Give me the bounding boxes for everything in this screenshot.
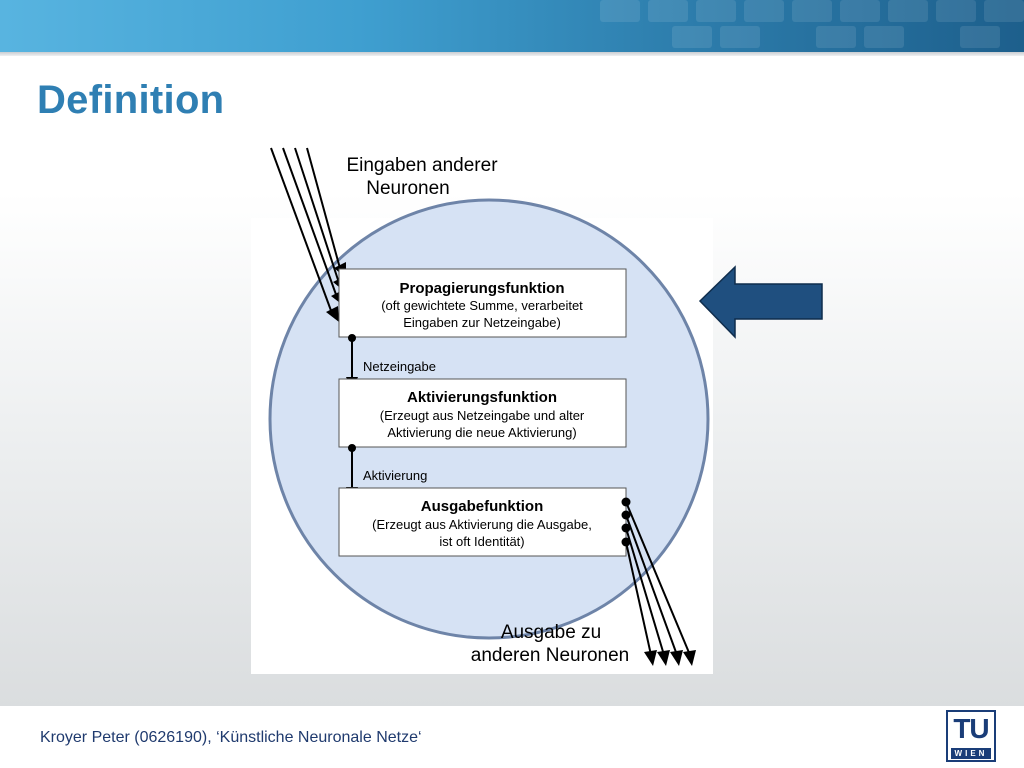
- top-banner: [0, 0, 1024, 52]
- output-label-line1: Ausgabe zu: [501, 622, 601, 643]
- banner-decoration: [648, 0, 688, 22]
- activation-box-title: Aktivierungsfunktion: [407, 389, 557, 406]
- tu-wien-logo: TU WIEN: [946, 710, 996, 762]
- input-arrow: [282, 147, 339, 301]
- output-arrow: [625, 514, 678, 656]
- logo-subtext: WIEN: [951, 748, 991, 759]
- output-arrow: [625, 541, 652, 656]
- output-box-line2: ist oft Identität): [439, 534, 524, 549]
- banner-decoration: [864, 26, 904, 48]
- input-label-line2: Neuronen: [366, 178, 449, 199]
- banner-decoration: [600, 0, 640, 22]
- output-label-line2: anderen Neuronen: [471, 645, 629, 666]
- banner-decoration: [936, 0, 976, 22]
- output-arrowhead: [644, 650, 657, 666]
- output-box-title: Ausgabefunktion: [421, 498, 544, 515]
- output-arrows: [621, 497, 696, 666]
- input-arrowhead: [326, 306, 339, 322]
- logo-text: TU: [953, 713, 989, 744]
- input-arrow: [294, 147, 341, 287]
- footer-text: Kroyer Peter (0626190), ‘Künstliche Neur…: [40, 729, 422, 746]
- propagation-box-line1: (oft gewichtete Summe, verarbeitet: [381, 298, 583, 313]
- activation-box-frame: [338, 378, 627, 448]
- banner-decoration: [744, 0, 784, 22]
- banner-decoration: [816, 26, 856, 48]
- output-arrowhead: [670, 650, 683, 666]
- activation-box: Aktivierungsfunktion (Erzeugt aus Netzei…: [338, 378, 627, 448]
- output-arrowhead: [683, 650, 696, 666]
- banner-decoration: [696, 0, 736, 22]
- input-label-line1: Eingaben anderer: [346, 155, 498, 176]
- pointer-arrow-icon: [698, 265, 823, 339]
- output-box: Ausgabefunktion (Erzeugt aus Aktivierung…: [338, 487, 627, 557]
- output-arrow: [625, 501, 691, 656]
- propagation-box-frame: [338, 268, 627, 338]
- input-arrow: [306, 147, 342, 273]
- input-arrow: [270, 147, 334, 317]
- connector-label-aktivierung: Aktivierung: [363, 468, 427, 483]
- propagation-box-title: Propagierungsfunktion: [400, 280, 565, 297]
- propagation-box: Propagierungsfunktion (oft gewichtete Su…: [338, 268, 627, 338]
- connector-label-netzeingabe: Netzeingabe: [363, 359, 436, 374]
- banner-decoration: [672, 26, 712, 48]
- banner-decoration: [840, 0, 880, 22]
- output-arrow: [625, 527, 665, 656]
- output-box-frame: [338, 487, 627, 557]
- banner-divider: [0, 52, 1024, 56]
- activation-box-line1: (Erzeugt aus Netzeingabe und alter: [380, 408, 585, 423]
- activation-box-line2: Aktivierung die neue Aktivierung): [387, 425, 576, 440]
- banner-decoration: [984, 0, 1024, 22]
- banner-decoration: [888, 0, 928, 22]
- propagation-box-line2: Eingaben zur Netzeingabe): [403, 315, 561, 330]
- output-box-line1: (Erzeugt aus Aktivierung die Ausgabe,: [372, 517, 592, 532]
- banner-decoration: [720, 26, 760, 48]
- banner-decoration: [960, 26, 1000, 48]
- slide-title: Definition: [37, 78, 225, 122]
- banner-decoration: [792, 0, 832, 22]
- footer-band: [0, 706, 1024, 768]
- output-arrowhead: [657, 650, 670, 666]
